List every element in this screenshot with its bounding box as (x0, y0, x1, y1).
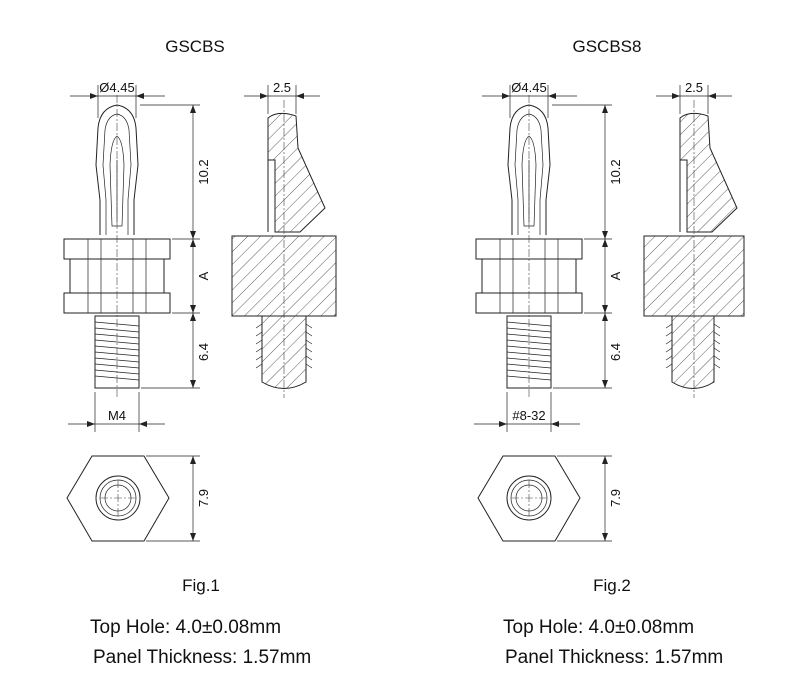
figure-1: GSCBS (63, 37, 337, 668)
figure-2-title: GSCBS8 (573, 37, 642, 56)
figure-2-dim-width: 2.5 (685, 80, 703, 95)
figure-2-caption: Fig.2 (593, 576, 631, 595)
figure-2: GSCBS8 (474, 37, 745, 668)
figure-1-dim-hex: 7.9 (196, 489, 211, 507)
figure-1-dim-body-length: A (196, 271, 211, 280)
figure-1-panel-thickness-spec: Panel Thickness: 1.57mm (93, 647, 311, 668)
figure-1-top-hole-spec: Top Hole: 4.0±0.08mm (90, 617, 281, 638)
figure-1-dim-thread: M4 (108, 408, 126, 423)
figure-1-section-view: 2.5 (231, 80, 337, 398)
figure-1-dim-diameter: Ø4.45 (99, 80, 134, 95)
figure-1-front-view: Ø4.45 M4 10.2 A 6.4 (63, 80, 211, 432)
figure-1-dim-top-length: 10.2 (196, 159, 211, 184)
figure-1-title: GSCBS (165, 37, 225, 56)
figure-2-dim-thread-length: 6.4 (608, 343, 623, 361)
figure-2-top-hole-spec: Top Hole: 4.0±0.08mm (503, 617, 694, 638)
figure-2-dim-body-length: A (608, 271, 623, 280)
figure-2-front-view: Ø4.45 #8-32 10.2 A 6.4 (474, 80, 623, 432)
figure-2-dim-thread: #8-32 (512, 408, 545, 423)
figure-1-dim-width: 2.5 (273, 80, 291, 95)
figure-2-hex-view: 7.9 (477, 455, 623, 542)
figure-2-panel-thickness-spec: Panel Thickness: 1.57mm (505, 647, 723, 668)
figure-1-dim-thread-length: 6.4 (196, 343, 211, 361)
figure-2-dim-top-length: 10.2 (608, 159, 623, 184)
figure-1-hex-view: 7.9 (66, 455, 211, 542)
figure-2-dim-diameter: Ø4.45 (511, 80, 546, 95)
figure-2-section-view: 2.5 (643, 80, 745, 398)
figure-2-dim-hex: 7.9 (608, 489, 623, 507)
figure-1-caption: Fig.1 (182, 576, 220, 595)
